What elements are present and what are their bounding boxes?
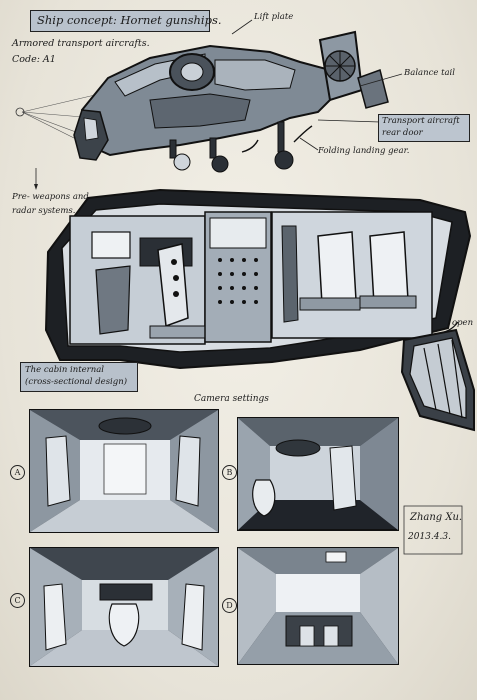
callout-rear-door-box: Transport aircraft rear door	[378, 114, 470, 142]
camera-view-b-drawing	[237, 417, 399, 531]
callout-landing-gear: Folding landing gear.	[318, 146, 410, 156]
callout-weapons-line2: radar systems.	[12, 206, 76, 216]
camera-view-a-drawing	[29, 409, 219, 533]
view-d-marker: D	[222, 598, 237, 613]
cabin-label-line1: The cabin internal	[25, 365, 105, 375]
cabin-label-line2: (cross-sectional design)	[25, 377, 128, 387]
title-box: Ship concept: Hornet gunships.	[30, 10, 222, 32]
callout-lift-plate: Lift plate	[254, 12, 294, 22]
callout-balance-tail: Balance tail	[404, 68, 455, 78]
cabin-cross-section	[44, 188, 475, 432]
cabin-label-box: The cabin internal (cross-sectional desi…	[20, 362, 138, 392]
signature-box	[403, 505, 463, 555]
view-b-marker: B	[222, 465, 237, 480]
gunship-drawing	[15, 19, 403, 190]
camera-view-d-drawing	[237, 547, 399, 665]
view-a-marker: A	[10, 465, 25, 480]
artist-signature: Zhang Xu.	[410, 512, 463, 523]
callout-open: open	[452, 318, 474, 328]
callout-rear-door-line1: Transport aircraft	[382, 116, 460, 126]
subtitle: Armored transport aircrafts.	[12, 38, 150, 49]
code-label: Code: A1	[12, 54, 56, 65]
camera-settings-heading: Camera settings	[194, 394, 269, 404]
callout-rear-door-line2: rear door	[382, 128, 423, 138]
callout-weapons-line1: Pre- weapons and	[12, 192, 89, 202]
sketch-date: 2013.4.3.	[408, 532, 451, 542]
view-c-marker: C	[10, 593, 25, 608]
page-title: Ship concept: Hornet gunships.	[37, 13, 222, 27]
camera-view-c-drawing	[29, 547, 219, 667]
